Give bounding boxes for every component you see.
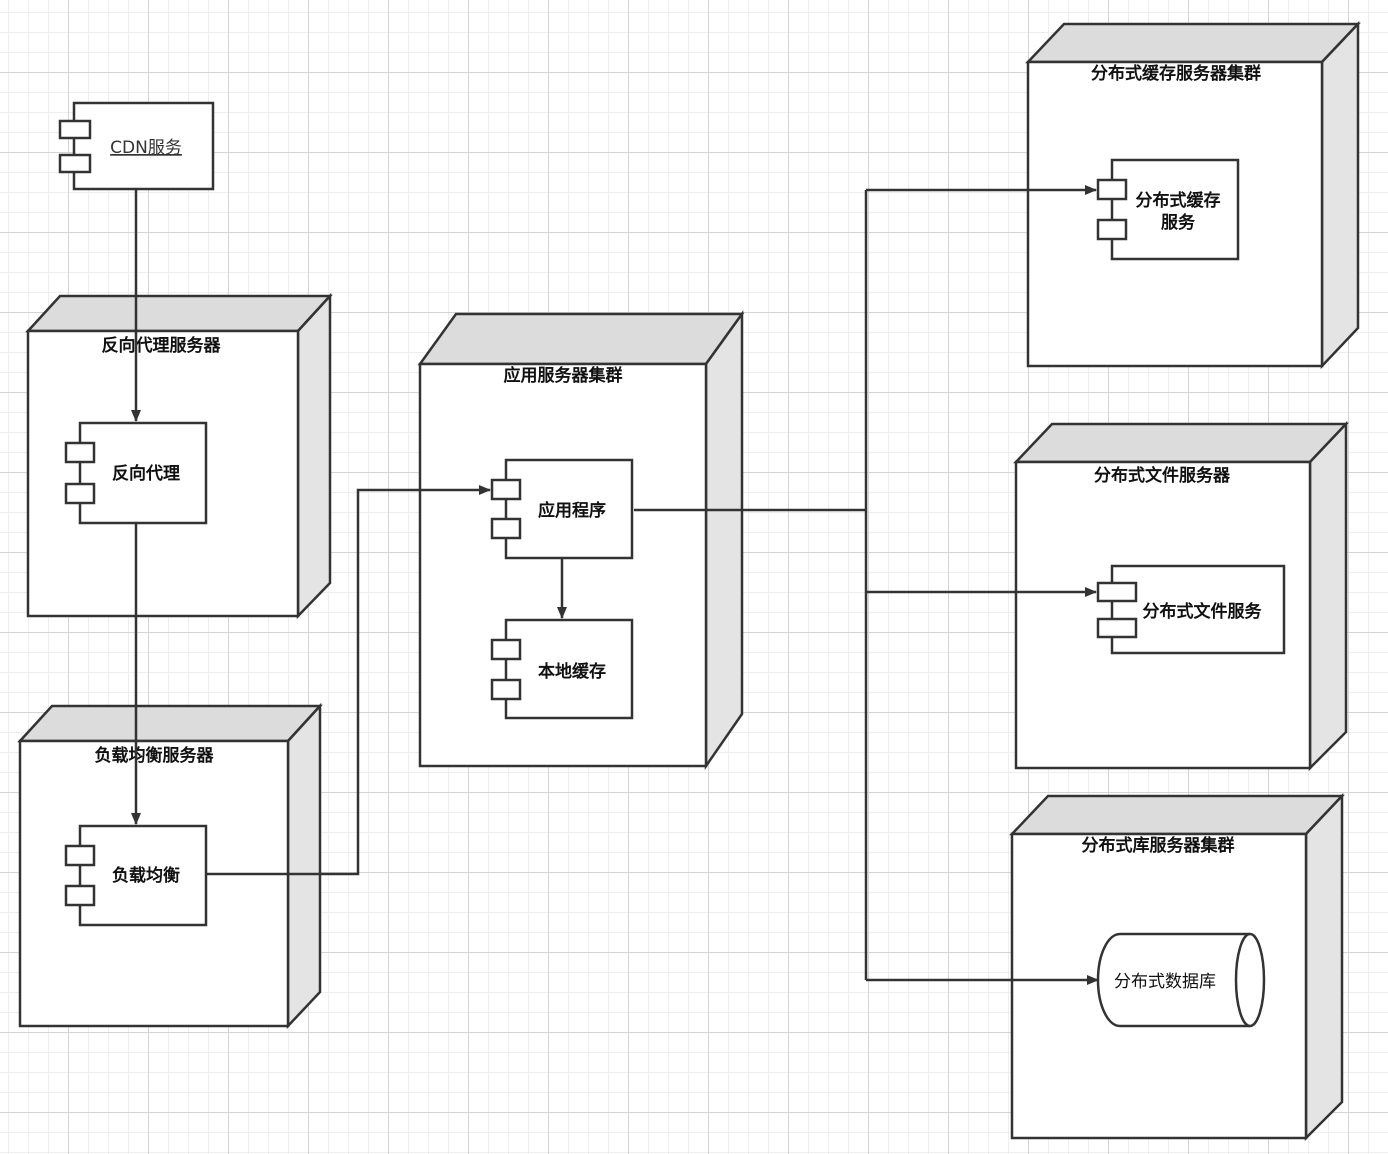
component-label: 分布式文件服务 bbox=[1143, 601, 1263, 622]
node-reverse-proxy-server[interactable]: 反向代理服务器 bbox=[25, 292, 333, 620]
component-label: 负载均衡 bbox=[112, 865, 180, 886]
connector-load-balancer-to-application bbox=[206, 485, 491, 876]
component-application[interactable]: 应用程序 bbox=[490, 458, 634, 560]
node-title: 应用服务器集群 bbox=[504, 365, 623, 386]
component-reverse-proxy[interactable]: 反向代理 bbox=[64, 421, 208, 525]
component-dist-file[interactable]: 分布式文件服务 bbox=[1096, 564, 1286, 655]
database-label: 分布式数据库 bbox=[1114, 972, 1216, 992]
component-label: 分布式缓存 bbox=[1136, 190, 1221, 211]
node-title: 反向代理服务器 bbox=[102, 335, 222, 356]
node-title: 分布式库服务器集群 bbox=[1082, 835, 1235, 856]
component-dist-cache[interactable]: 分布式缓存 服务 bbox=[1096, 158, 1240, 261]
component-cdn[interactable]: CDN服务 bbox=[58, 101, 215, 191]
component-label: 服务 bbox=[1161, 212, 1196, 233]
component-label: 本地缓存 bbox=[538, 661, 606, 682]
node-title: 负载均衡服务器 bbox=[95, 745, 215, 766]
component-label: 应用程序 bbox=[538, 500, 606, 521]
database-dist-db[interactable]: 分布式数据库 bbox=[1096, 932, 1266, 1028]
component-local-cache[interactable]: 本地缓存 bbox=[490, 618, 634, 720]
component-load-balancer[interactable]: 负载均衡 bbox=[64, 824, 208, 927]
node-title: 分布式文件服务器 bbox=[1094, 465, 1231, 486]
node-title: 分布式缓存服务器集群 bbox=[1091, 63, 1261, 84]
component-label: CDN服务 bbox=[110, 138, 182, 158]
component-label: 反向代理 bbox=[112, 463, 180, 484]
